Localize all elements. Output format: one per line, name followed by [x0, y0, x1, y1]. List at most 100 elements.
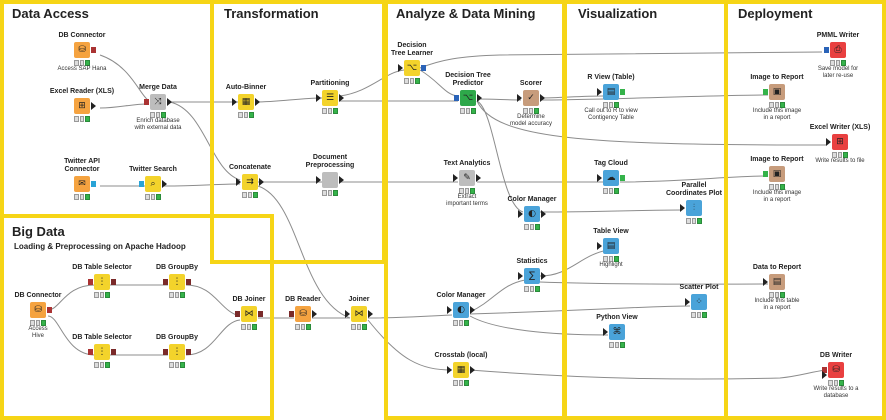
node-title: Concatenate: [228, 164, 271, 171]
node-concatenate[interactable]: Concatenate ⇉: [205, 164, 295, 198]
node-title: Tag Cloud: [594, 160, 628, 167]
section-subtitle-big-data: Loading & Preprocessing on Apache Hadoop: [14, 242, 186, 251]
color-manager-icon[interactable]: ◐: [518, 206, 546, 222]
node-title: PMML Writer: [816, 32, 860, 39]
connection: [47, 315, 96, 356]
document-icon[interactable]: [316, 172, 344, 188]
node-title: Parallel Coordinates Plot: [665, 182, 722, 197]
connection: [476, 100, 827, 146]
node-excel-writer[interactable]: Excel Writer (XLS) ⊞ Write results to fi…: [795, 124, 885, 165]
node-db-table-selector-1[interactable]: DB Table Selector ⋮: [57, 264, 147, 298]
connection: [469, 305, 691, 315]
node-scorer[interactable]: Scorer ✓ Determine model accuracy: [486, 80, 576, 128]
scatter-plot-icon[interactable]: ⁘: [685, 294, 707, 310]
database-plug-icon[interactable]: ⛁: [30, 302, 52, 318]
node-statistics[interactable]: Statistics ∑: [487, 258, 577, 292]
node-db-groupby-1[interactable]: DB GroupBy ⋮: [132, 264, 222, 298]
r-view-icon[interactable]: ▤: [597, 84, 625, 100]
node-color-manager-bottom[interactable]: Color Manager ◐: [416, 292, 506, 326]
node-title: Twitter Search: [129, 166, 177, 173]
binner-icon[interactable]: ▦: [232, 94, 260, 110]
node-status: [523, 108, 540, 114]
node-twitter-search[interactable]: Twitter Search ⌕: [108, 166, 198, 200]
node-document-preprocessing[interactable]: Document Preprocessing: [285, 154, 375, 196]
report-image-icon[interactable]: ▣: [763, 84, 785, 100]
node-data-to-report[interactable]: Data to Report ▤ Include this table in a…: [732, 264, 822, 312]
db-table-icon[interactable]: ⋮: [88, 344, 116, 360]
scorer-icon[interactable]: ✓: [517, 90, 545, 106]
db-reader-icon[interactable]: ⛁: [289, 306, 317, 322]
node-r-view[interactable]: R View (Table) ▤ Call out to R to view C…: [566, 74, 656, 122]
node-title: Statistics: [516, 258, 548, 265]
joiner-icon[interactable]: ⋈: [345, 306, 373, 322]
tree-learner-icon[interactable]: ⌥: [398, 60, 426, 76]
node-python-view[interactable]: Python View ⌘: [572, 314, 662, 348]
node-joiner[interactable]: Joiner ⋈: [314, 296, 404, 330]
section-big-data: [0, 214, 274, 420]
node-image-to-report-1[interactable]: Image to Report ▣ Include this image in …: [732, 74, 822, 122]
node-merge-data[interactable]: Merge Data ⤨ Enrich database with extern…: [113, 84, 203, 132]
connection: [476, 100, 524, 213]
node-decision-tree-learner[interactable]: Decision Tree Learner ⌥: [367, 42, 457, 84]
node-crosstab[interactable]: Crosstab (local) ▦: [416, 352, 506, 386]
db-groupby-icon[interactable]: ⋮: [163, 344, 191, 360]
node-db-table-selector-2[interactable]: DB Table Selector ⋮: [57, 334, 147, 368]
db-groupby-icon[interactable]: ⋮: [163, 274, 191, 290]
node-image-to-report-2[interactable]: Image to Report ▣ Include this image in …: [732, 156, 822, 204]
node-db-joiner[interactable]: DB Joiner ⋈: [204, 296, 294, 330]
tag-cloud-icon[interactable]: ☁: [597, 170, 625, 186]
merge-icon[interactable]: ⤨: [144, 94, 172, 110]
node-db-connector-sap[interactable]: DB Connector ⛁ Access SAP Hana: [37, 32, 127, 73]
node-scatter-plot[interactable]: Scatter Plot ⁘: [654, 284, 744, 318]
node-title: DB Reader: [285, 296, 321, 303]
node-table-view[interactable]: Table View ▤ Highlight: [566, 228, 656, 269]
node-title: Image to Report: [750, 156, 804, 163]
pmml-icon[interactable]: ⎙: [824, 42, 846, 58]
connection: [163, 183, 241, 187]
node-db-connector-hive[interactable]: DB Connector ⛁ Access Hive: [0, 292, 83, 340]
node-partitioning[interactable]: Partitioning ☰: [285, 80, 375, 114]
report-data-icon[interactable]: ▤: [763, 274, 785, 290]
connection: [367, 319, 453, 371]
partition-icon[interactable]: ☰: [316, 90, 344, 106]
db-joiner-icon[interactable]: ⋈: [235, 306, 263, 322]
node-status: [686, 218, 703, 224]
twitter-icon[interactable]: ✉: [74, 176, 96, 192]
node-tag-cloud[interactable]: Tag Cloud ☁: [566, 160, 656, 194]
excel-writer-icon[interactable]: ⊞: [826, 134, 848, 150]
node-caption: Include this image in a report: [752, 190, 802, 203]
python-icon[interactable]: ⌘: [603, 324, 625, 340]
section-title-big-data: Big Data: [12, 224, 65, 239]
statistics-icon[interactable]: ∑: [518, 268, 546, 284]
node-db-groupby-2[interactable]: DB GroupBy ⋮: [132, 334, 222, 368]
connection: [469, 279, 526, 313]
node-title: Text Analytics: [443, 160, 491, 167]
node-twitter-api-connector[interactable]: Twitter API Connector ✉: [37, 158, 127, 200]
tree-predictor-icon[interactable]: ⌥: [454, 90, 482, 106]
database-plug-icon[interactable]: ⛁: [74, 42, 96, 58]
node-pmml-writer[interactable]: PMML Writer ⎙ Save model for later re-us…: [793, 32, 883, 80]
node-auto-binner[interactable]: Auto-Binner ▦: [201, 84, 291, 118]
node-parallel-coordinates[interactable]: Parallel Coordinates Plot ⫶: [649, 182, 739, 224]
node-color-manager-top[interactable]: Color Manager ◐: [487, 196, 577, 230]
db-table-icon[interactable]: ⋮: [88, 274, 116, 290]
crosstab-icon[interactable]: ▦: [447, 362, 475, 378]
report-image-icon[interactable]: ▣: [763, 166, 785, 182]
node-decision-tree-predictor[interactable]: Decision Tree Predictor ⌥: [423, 72, 513, 114]
db-writer-icon[interactable]: ⛁: [822, 362, 844, 379]
section-title-transformation: Transformation: [224, 6, 319, 21]
concatenate-icon[interactable]: ⇉: [236, 174, 264, 190]
connection: [539, 249, 609, 277]
node-excel-reader[interactable]: Excel Reader (XLS) ⊞: [37, 88, 127, 122]
text-analytics-icon[interactable]: ✎: [453, 170, 481, 186]
table-view-icon[interactable]: ▤: [597, 238, 619, 254]
color-manager-icon[interactable]: ◐: [447, 302, 475, 318]
node-status: [828, 380, 845, 386]
node-db-reader[interactable]: DB Reader ⛁: [258, 296, 348, 330]
node-db-writer[interactable]: DB Writer ⛁ Write results to a database: [791, 352, 881, 400]
parallel-coordinates-icon[interactable]: ⫶: [680, 200, 702, 216]
node-text-analytics[interactable]: Text Analytics ✎ Extract important terms: [422, 160, 512, 208]
twitter-search-icon[interactable]: ⌕: [139, 176, 167, 192]
connection: [539, 95, 604, 99]
excel-icon[interactable]: ⊞: [74, 98, 96, 114]
